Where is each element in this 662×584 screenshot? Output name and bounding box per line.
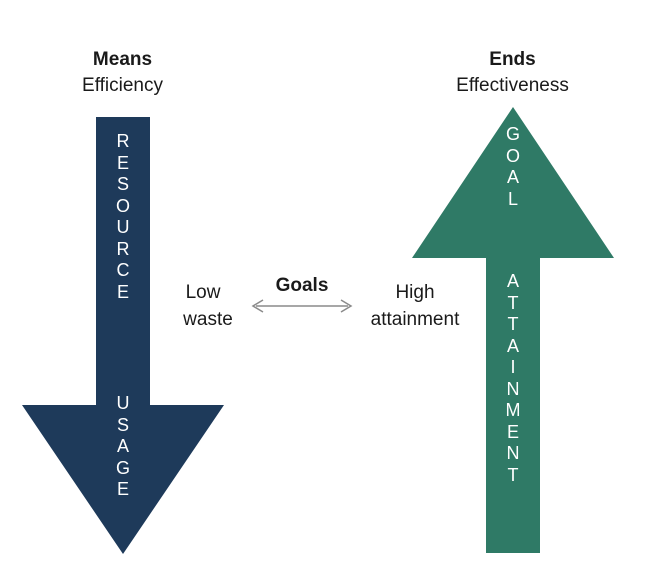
attainment-letter-8: E xyxy=(506,421,519,442)
attainment-letter-6: N xyxy=(506,378,520,399)
usage-letter-4: G xyxy=(115,457,130,478)
attainment-letter-4: A xyxy=(506,335,519,356)
resource-letter-4: O xyxy=(115,195,130,216)
effectiveness-subheading: Effectiveness xyxy=(456,75,569,96)
attainment-letter-9: N xyxy=(506,443,520,463)
resource-letter-8: E xyxy=(116,281,129,302)
resource-letter-7: C xyxy=(116,260,130,280)
attainment-letter-2: T xyxy=(507,292,519,313)
goal-attainment-arrow xyxy=(412,107,614,553)
attainment-letter-1: A xyxy=(506,271,519,291)
resource-letter-5: U xyxy=(116,217,130,237)
goal-letter-1: G xyxy=(505,124,520,144)
resource-letter-1: R xyxy=(116,131,130,151)
connector-right-head-icon xyxy=(340,299,353,313)
resource-usage-arrow xyxy=(22,117,224,554)
efficiency-subheading: Efficiency xyxy=(82,75,163,96)
goal-letter-2: O xyxy=(505,145,520,166)
ends-heading: Ends xyxy=(489,49,536,70)
usage-letter-5: E xyxy=(116,479,129,499)
low-waste-label-line1: Low xyxy=(185,282,221,303)
low-waste-label-line2: waste xyxy=(183,309,233,330)
connector-left-head-icon xyxy=(251,299,264,313)
goal-letter-3: A xyxy=(506,167,519,187)
attainment-letter-10: T xyxy=(507,464,519,485)
resource-letter-6: R xyxy=(116,238,130,259)
attainment-letter-5: I xyxy=(510,357,516,377)
usage-letter-3: A xyxy=(116,436,129,456)
goals-label: Goals xyxy=(275,275,329,296)
attainment-letter-7: M xyxy=(505,400,521,420)
means-heading: Means xyxy=(92,49,153,70)
resource-letter-3: S xyxy=(116,174,129,194)
goal-letter-4: L xyxy=(507,188,518,209)
high-attainment-label-line2: attainment xyxy=(370,309,460,330)
high-attainment-label-line1: High xyxy=(395,282,435,303)
usage-letter-2: S xyxy=(116,414,129,435)
attainment-letter-3: T xyxy=(507,314,519,334)
resource-letter-2: E xyxy=(116,152,129,173)
usage-letter-1: U xyxy=(116,393,130,413)
